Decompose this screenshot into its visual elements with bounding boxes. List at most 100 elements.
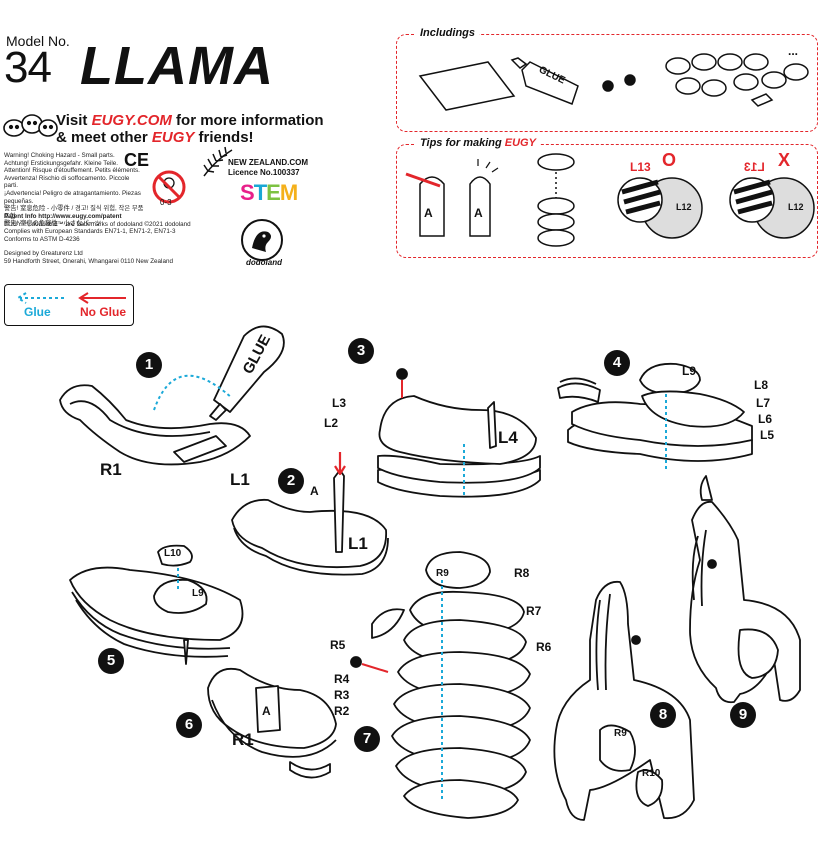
warning-line: Achtung! Erstickungsgefahr. Kleine Teile… [4,159,118,167]
nz-site: NEW ZEALAND.COM [228,158,308,167]
warning-line: 警告! 窒息の危険性 - 小さなパーツ [4,220,102,228]
stem-letter: T [253,180,267,205]
designer-address: 59 Handforth Street, Onerahi, Whangarei … [4,257,173,265]
legal-info: Patent Info http://www.eugy.com/patent E… [4,213,214,243]
stem-letter: E [266,180,281,205]
step4-stack-illustration [557,362,753,462]
step1-piece-illustration [59,384,251,466]
part-label: R1 [232,730,254,749]
model-number: 34 [4,43,52,92]
step-number: 8 [650,702,676,728]
eye-bead-icon [707,559,717,569]
eye-bead-icon [350,656,362,668]
includings-title: Includings [416,27,479,39]
astm-info: Conforms to ASTM D-4236 [4,235,80,243]
nz-licence: NEW ZEALAND.COM Licence No.100337 [228,158,308,178]
tips-panel [396,144,818,258]
no-glue-arrow-icon [334,452,346,476]
step7-tower-illustration [371,551,531,819]
part-label: A [310,484,319,498]
tip-part-label: L12 [676,202,692,212]
stem-letter: M [279,180,298,205]
part-label: L3 [332,396,347,410]
part-label: L1 [230,470,250,489]
warning-line: ¡Advertencia! Peligro de atragantamiento… [4,189,141,205]
ce-mark: CE [124,150,150,170]
glue-legend-label: Glue [24,305,51,319]
part-label: R2 [334,704,350,718]
step-number: 2 [278,468,304,494]
eye-bead-icon [631,635,641,645]
slot-card-letter: A [424,206,433,220]
nz-licence-number: Licence No.100337 [228,168,300,177]
step8-llama-illustration [553,580,695,821]
model-label: Model No. [6,33,70,49]
part-label: L9 [192,588,204,599]
step-number: 7 [354,726,380,752]
wrong-mark: X [778,150,791,170]
visit-suffix: for more information [171,112,324,129]
part-label: A [262,704,271,718]
warning-line: Avvertenza! Rischio di soffocamento. Pic… [4,174,130,190]
arrow-legend [4,284,134,326]
part-label: R9 [614,728,627,739]
part-label: R8 [514,566,530,580]
step5-stack-illustration [69,544,244,665]
tips-title-prefix: Tips for making [420,137,505,149]
step-number: 9 [730,702,756,728]
age-label: 0-3 [160,198,172,207]
part-label: L5 [760,428,775,442]
designer-name: Designed by Greaturenz Ltd [4,250,83,257]
part-label: R9 [436,568,449,579]
part-label: R4 [334,672,350,686]
glue-arc-arrow [153,374,233,411]
standards-info: Complies with European Standards EN71-1,… [4,228,176,236]
tip-part-label: L13 [630,160,651,174]
visit-message: Visit EUGY.COM for more information & me… [56,112,324,146]
more-parts-ellipsis: ... [788,44,799,58]
part-label: L7 [756,396,771,410]
warning-list: Warning! Choking Hazard - Small parts. A… [4,152,144,228]
meet-prefix: & meet other [56,129,152,146]
step-number: 1 [136,352,162,378]
model-name: LLAMA [80,36,274,96]
part-label: R5 [330,638,346,652]
slot-card-letter: A [474,206,483,220]
eugy-site-link[interactable]: EUGY.COM [91,112,172,129]
eye-bead-icon [396,368,408,380]
part-label: L4 [498,428,518,447]
part-label: R3 [334,688,350,702]
warning-line: 警告! 窒息危险 - 小零件 / 경고! 질식 위험, 작은 부품 포함 [4,205,144,220]
warning-line: Warning! Choking Hazard - Small parts. [4,152,115,159]
tip-part-label-mirrored: L13 [744,160,765,174]
step-number: 3 [348,338,374,364]
part-label: L9 [682,364,697,378]
part-label: L6 [758,412,773,426]
no-glue-legend-label: No Glue [80,305,127,319]
tip-part-label: L12 [788,202,804,212]
designer-credit: Designed by Greaturenz Ltd 59 Handforth … [4,250,194,265]
dodoland-label: dodoland [246,258,282,267]
visit-prefix: Visit [56,112,92,129]
part-label: L10 [164,548,182,559]
tips-title: Tips for making EUGY [416,137,540,149]
part-label: R10 [642,768,661,779]
dodoland-logo-icon [241,219,283,261]
part-label: R7 [526,604,542,618]
step-number: 6 [176,712,202,738]
no-glue-arrow-icon [361,663,389,673]
part-label: R1 [100,460,122,479]
warning-line: Attention! Risque d'étouffement. Petits … [4,167,140,175]
part-label: L2 [324,416,339,430]
step6-piece-illustration [207,667,337,779]
stem-logo: STEM [240,180,298,206]
correct-mark: O [662,150,677,170]
stem-letter: S [240,180,255,205]
part-label: L8 [754,378,769,392]
patent-info: Patent Info http://www.eugy.com/patent [4,213,122,220]
includings-panel [396,34,818,132]
step9-llama-illustration [689,475,801,704]
part-label: L1 [348,534,368,553]
meet-suffix: friends! [194,129,254,146]
part-label: R6 [536,640,552,654]
